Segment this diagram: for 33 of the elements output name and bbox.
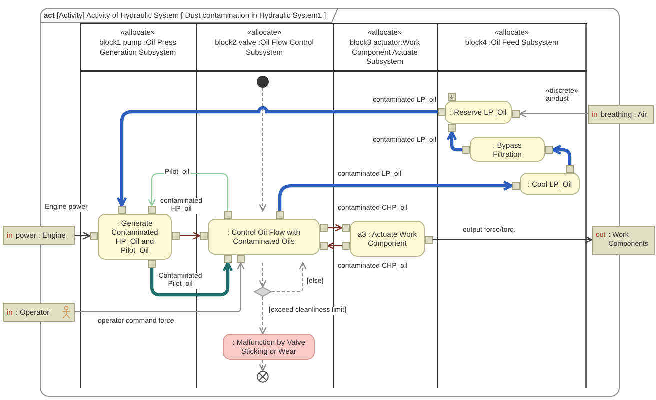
action-node <box>200 211 328 263</box>
parameter-node <box>592 226 655 255</box>
initial-node <box>257 76 269 88</box>
object-flow-arrow <box>446 130 462 152</box>
control-flow-arrow <box>259 296 267 335</box>
action-node <box>438 93 520 132</box>
decision-diamond <box>254 287 272 297</box>
object-flow-arrow <box>327 242 342 250</box>
object-flow-arrow <box>519 110 588 118</box>
object-flow-arrow <box>552 144 572 165</box>
object-flow-arrow <box>433 236 593 244</box>
object-flow-arrow <box>75 262 245 313</box>
swimlane <box>333 23 437 388</box>
action-node <box>462 137 553 162</box>
object-flow-arrow <box>328 224 343 232</box>
object-flow-arrow <box>180 232 201 240</box>
parameter-node <box>3 303 75 322</box>
control-flow-arrow <box>259 88 267 212</box>
control-flow-arrow <box>272 262 307 292</box>
object-flow-arrow <box>116 106 438 208</box>
swimlane <box>437 23 587 388</box>
action-node <box>223 334 315 360</box>
object-flow-arrow <box>148 173 229 211</box>
parameter-node <box>3 226 75 245</box>
control-flow-arrow <box>259 360 267 372</box>
action-node <box>342 221 433 257</box>
object-flow-arrow <box>75 232 91 240</box>
object-flow-arrow <box>278 180 514 211</box>
control-flow-arrow <box>259 262 267 288</box>
flow-final-node <box>257 371 269 383</box>
object-flow-arrow <box>150 262 234 297</box>
parameter-node <box>588 105 654 124</box>
action-node <box>512 165 580 195</box>
